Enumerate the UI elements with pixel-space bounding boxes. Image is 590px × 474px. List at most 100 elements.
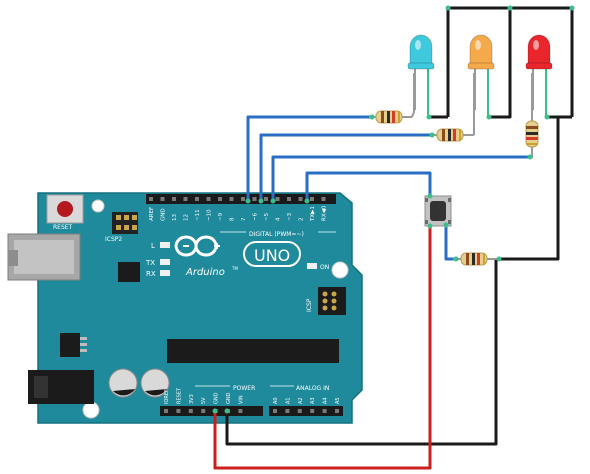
analog-pin[interactable] [285, 409, 290, 413]
digital-pin-label: ~11 [195, 209, 201, 221]
analog-pin[interactable] [297, 409, 302, 413]
usb-port [7, 233, 81, 281]
digital-pin[interactable] [172, 197, 176, 201]
resistor [369, 110, 412, 124]
digital-pin[interactable] [264, 197, 268, 201]
resistor [430, 128, 474, 142]
digital-pin-label: ~3 [287, 212, 293, 221]
uno-badge [243, 241, 301, 267]
wire-junctions [212, 5, 575, 414]
resistor [525, 110, 539, 158]
digital-pin-label: 13 [172, 214, 178, 221]
wire-blue-pin7 [246, 115, 372, 201]
led-orange [467, 34, 495, 117]
analog-pin-label: A2 [298, 397, 304, 404]
digital-pin-header [146, 194, 336, 204]
digital-pin[interactable] [298, 197, 303, 201]
digital-pin-label: 7 [241, 217, 247, 221]
digital-pin[interactable] [149, 197, 153, 201]
power-pin[interactable] [188, 409, 193, 413]
digital-pin-label: 2 [299, 218, 305, 222]
mounting-hole [82, 401, 100, 419]
digital-pin[interactable] [229, 197, 234, 201]
wire-blue-pin6 [259, 133, 432, 201]
digital-pin[interactable] [252, 197, 257, 201]
digital-pin-label: ~5 [264, 212, 270, 221]
wire-5v [213, 226, 432, 470]
digital-pin[interactable] [218, 197, 222, 201]
model-text: UNO [254, 246, 290, 265]
reset-label: RESET [53, 224, 73, 231]
digital-pin-label: 12 [184, 214, 190, 221]
wire-blue-button [444, 225, 456, 261]
power-label: POWER [233, 385, 255, 392]
wire-ground-rail [499, 117, 560, 261]
tx-led-label: TX [145, 259, 155, 267]
icsp2-label: ICSP2 [105, 236, 122, 243]
on-led-label: ON [320, 264, 329, 271]
digital-pin-label: RX◀0 [322, 205, 328, 221]
analog-pin[interactable] [335, 409, 339, 413]
analog-pin-label: A1 [285, 397, 291, 404]
wire-blue-pin5 [271, 155, 530, 201]
digital-pin-label: ~9 [218, 212, 224, 221]
digital-pin[interactable] [206, 197, 211, 201]
analog-pin[interactable] [322, 409, 327, 413]
push-button[interactable] [424, 195, 452, 227]
transistor [60, 333, 87, 357]
digital-pin[interactable] [160, 197, 165, 201]
digital-pin-label: ~10 [207, 209, 213, 221]
power-pin[interactable] [238, 409, 243, 413]
wire-ground-board [225, 259, 498, 446]
l-led [160, 242, 170, 248]
digital-pin-label: AREF [149, 207, 155, 221]
leds [407, 34, 553, 117]
resistor [453, 252, 500, 266]
digital-pin-label: 4 [276, 217, 282, 221]
analog-in-label: ANALOG IN [296, 385, 329, 392]
digital-pin[interactable] [321, 197, 326, 201]
microcontroller-chip [167, 339, 339, 363]
tx-led [160, 259, 170, 265]
reset-button[interactable] [46, 194, 84, 224]
analog-pin[interactable] [273, 409, 277, 413]
power-pin[interactable] [201, 409, 206, 413]
power-pin-label: 3V3 [189, 394, 195, 404]
l-led-label: L [151, 242, 155, 250]
resistor-lead [411, 73, 415, 118]
wire-ground-orange [489, 8, 512, 119]
capacitor [108, 368, 138, 398]
power-pin-label: VIN [238, 395, 244, 404]
power-pin-label: GND [226, 392, 232, 404]
analog-pin[interactable] [310, 409, 315, 413]
analog-pin-label: A4 [323, 397, 329, 404]
digital-pin[interactable] [275, 197, 280, 201]
icsp2-header [112, 212, 138, 234]
led-cyan [407, 34, 435, 117]
logo-tm: TM [231, 266, 238, 271]
regulator-chip [118, 262, 140, 282]
power-pin[interactable] [164, 409, 168, 413]
power-pin-header [160, 406, 263, 416]
digital-pin[interactable] [287, 197, 291, 201]
rx-led [160, 270, 170, 276]
digital-pin-label: GND [161, 208, 167, 221]
digital-pin[interactable] [195, 197, 199, 201]
analog-pin-label: A0 [273, 397, 279, 404]
logo-text: Arduino [185, 267, 225, 278]
wire-blue-pin2 [305, 171, 432, 201]
wires [213, 6, 574, 470]
arduino-logo [174, 235, 220, 257]
digital-pin[interactable] [183, 197, 188, 201]
led-red [525, 34, 553, 117]
on-led [307, 263, 317, 269]
digital-pin[interactable] [310, 197, 314, 201]
digital-pin[interactable] [241, 197, 245, 201]
analog-pin-header [269, 406, 343, 416]
digital-pin-label: ~6 [253, 212, 259, 221]
power-pin[interactable] [176, 409, 181, 413]
